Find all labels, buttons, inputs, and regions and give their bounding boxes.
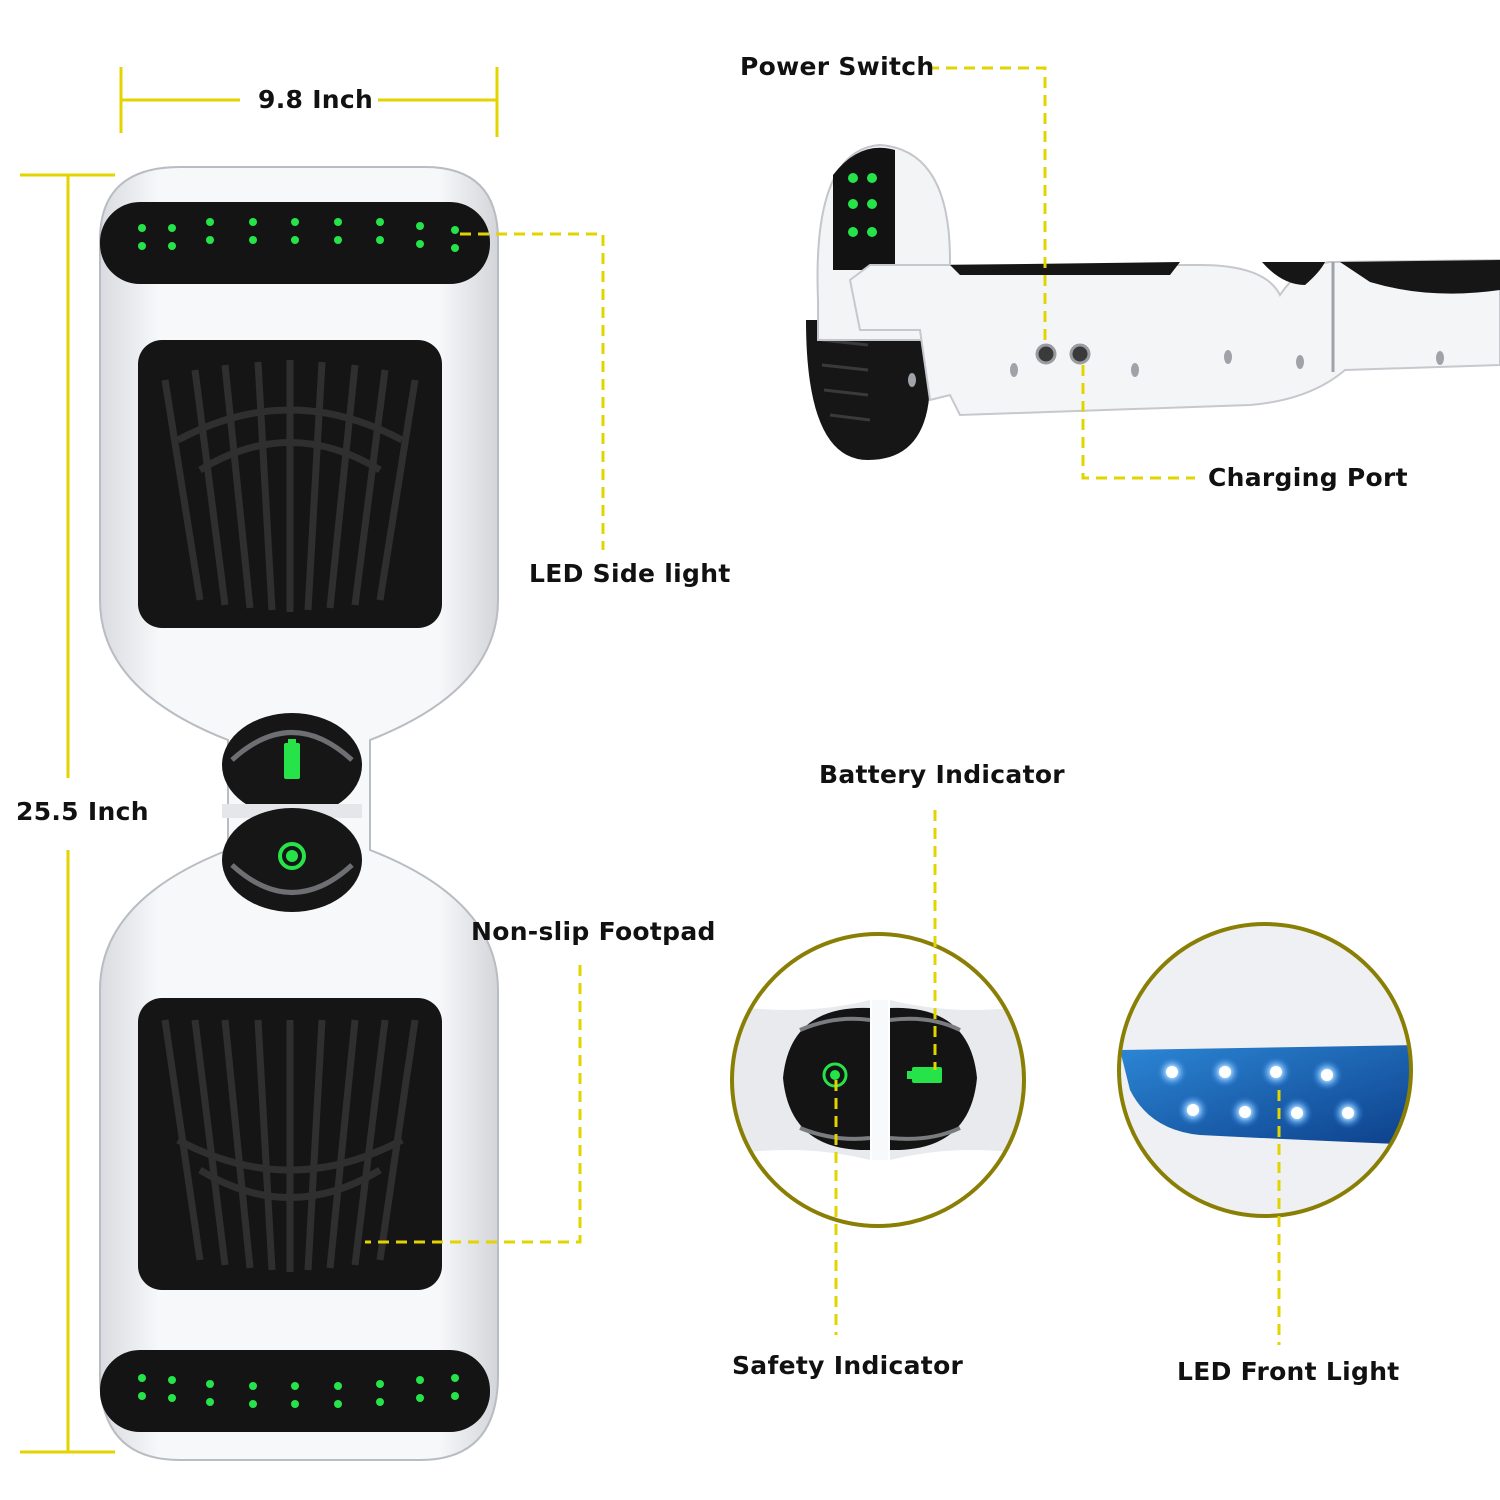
top-footpad (138, 340, 442, 628)
bottom-footpad (138, 998, 442, 1290)
front-led-dots (1156, 1056, 1364, 1129)
bottom-led-dots (138, 1374, 459, 1408)
bottom-led-bar (100, 1350, 490, 1432)
battery-icon-zoom (912, 1067, 942, 1083)
footpad-leader (365, 965, 582, 1244)
indicator-zoom-callout (730, 932, 1026, 1228)
charging-port-leader (1081, 365, 1195, 480)
safety-icon (278, 842, 306, 870)
side-led-dots (848, 173, 877, 237)
power-switch-port (1035, 343, 1057, 365)
non-slip-footpad-label: Non-slip Footpad (471, 917, 716, 946)
power-switch-label: Power Switch (740, 52, 935, 81)
center-indicator-shells (222, 713, 362, 912)
battery-indicator-label: Battery Indicator (819, 760, 1065, 789)
length-dimension (20, 173, 115, 1454)
led-side-light-label: LED Side light (529, 559, 731, 588)
hoverboard-side-view (806, 143, 1500, 460)
length-dimension-label: 25.5 Inch (16, 797, 149, 826)
battery-icon (284, 743, 300, 779)
charging-port-label: Charging Port (1208, 463, 1408, 492)
power-switch-leader (928, 66, 1047, 345)
width-dimension (119, 67, 499, 137)
width-dimension-label: 9.8 Inch (258, 85, 374, 114)
hoverboard-top-view (99, 166, 499, 1461)
safety-indicator-label: Safety Indicator (732, 1351, 964, 1380)
front-light-zoom-callout (1117, 922, 1413, 1218)
top-led-dots (138, 218, 459, 252)
charging-port (1069, 343, 1091, 365)
led-front-light-label: LED Front Light (1177, 1357, 1400, 1386)
